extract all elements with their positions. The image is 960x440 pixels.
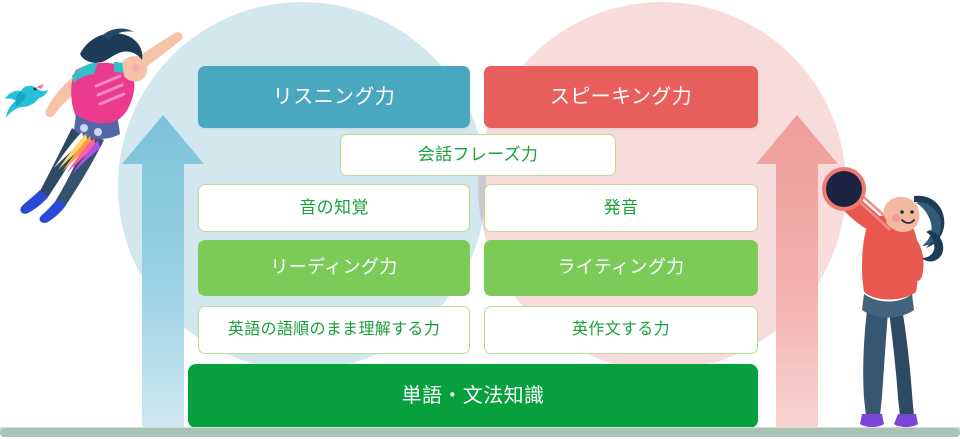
ground-line [0, 428, 960, 437]
up-arrow-blue [118, 112, 208, 430]
box-speaking[interactable]: スピーキング力 [484, 66, 758, 128]
box-vocabulary-grammar-foundation-label: 単語・文法知識 [401, 385, 545, 407]
box-conversation-phrase-label: 会話フレーズ力 [417, 144, 539, 164]
box-vocabulary-grammar-foundation[interactable]: 単語・文法知識 [188, 364, 758, 428]
box-listening-label: リスニング力 [272, 86, 396, 108]
box-reading[interactable]: リーディング力 [198, 240, 470, 296]
box-writing[interactable]: ライティング力 [484, 240, 758, 296]
box-sound-perception[interactable]: 音の知覚 [198, 184, 470, 232]
box-sound-perception-label: 音の知覚 [299, 197, 369, 217]
flying-woman-with-jetpack-illustration [10, 16, 190, 226]
box-english-composition[interactable]: 英作文する力 [484, 306, 758, 354]
bird-icon [2, 78, 58, 134]
woman-with-telescope-illustration [822, 167, 960, 434]
box-listening[interactable]: リスニング力 [198, 66, 470, 128]
box-writing-label: ライティング力 [557, 257, 685, 278]
box-reading-label: リーディング力 [270, 257, 398, 278]
box-pronunciation-label: 発音 [603, 197, 639, 217]
box-word-order-comprehension[interactable]: 英語の語順のまま理解する力 [198, 306, 470, 354]
box-english-composition-label: 英作文する力 [572, 321, 670, 339]
up-arrow-pink [752, 112, 842, 430]
box-pronunciation[interactable]: 発音 [484, 184, 758, 232]
box-conversation-phrase[interactable]: 会話フレーズ力 [340, 134, 616, 176]
box-speaking-label: スピーキング力 [549, 86, 693, 108]
box-word-order-comprehension-label: 英語の語順のまま理解する力 [227, 321, 441, 339]
